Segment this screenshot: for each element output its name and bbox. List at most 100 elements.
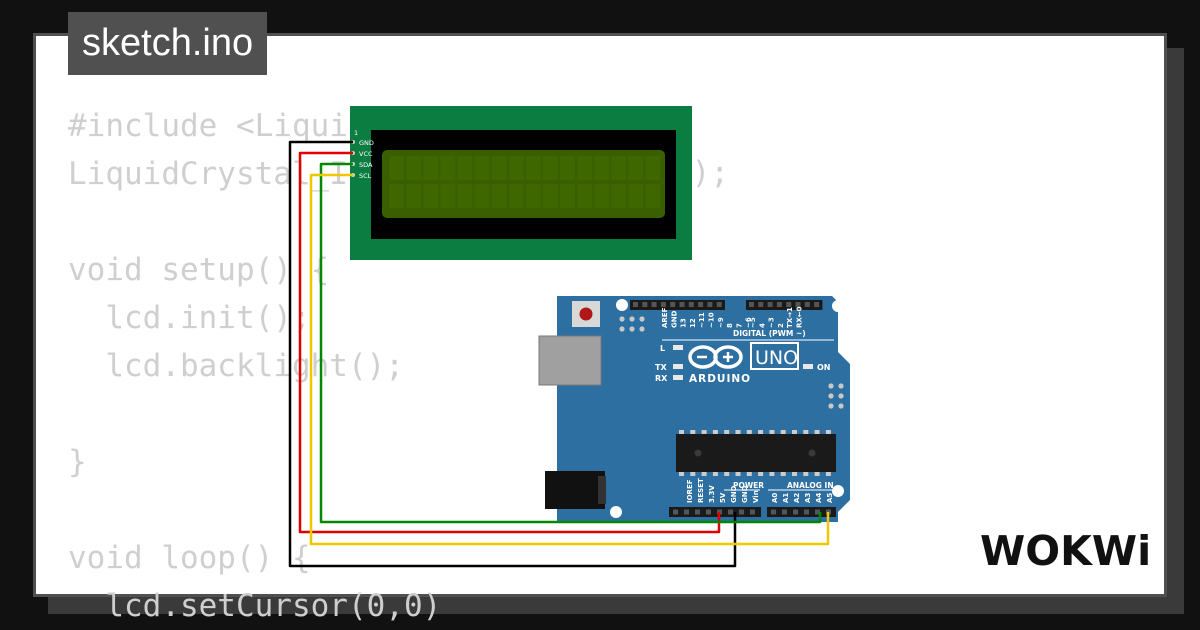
gnd-wire[interactable] — [288, 140, 737, 568]
digital-pin-label: 13 — [680, 318, 688, 328]
header-pin — [795, 302, 801, 307]
filename-tab[interactable]: sketch.ino — [68, 12, 268, 75]
power-jack — [545, 471, 605, 509]
analog-pin-label: A0 — [771, 493, 779, 503]
chip-leg — [679, 430, 684, 434]
header-strip — [767, 507, 836, 517]
header-pin — [758, 302, 764, 307]
mount-hole — [832, 485, 844, 497]
lcd-char-cell — [457, 156, 473, 180]
header-pin — [698, 302, 704, 307]
icsp-pin — [838, 393, 844, 399]
header-pin — [633, 302, 638, 307]
power-pin-label: RESET — [697, 478, 705, 503]
power-pin-label: GND — [741, 485, 749, 503]
lcd-char-cell — [628, 156, 644, 180]
lcd-char-cell — [440, 156, 456, 180]
chip-leg — [746, 472, 752, 476]
header-pin — [750, 509, 755, 515]
code-line: #include <Liqui — [68, 108, 348, 144]
vcc-wire[interactable] — [298, 151, 721, 534]
analog-pin-label: A4 — [815, 493, 823, 503]
digital-pin-label: 7 — [735, 323, 743, 328]
sda-wire[interactable] — [319, 162, 822, 524]
led-on — [803, 364, 813, 369]
digital-pin-label: ~3 — [768, 317, 776, 328]
icsp-pin — [639, 326, 645, 332]
chip-leg — [724, 472, 730, 476]
header-pin — [814, 302, 820, 307]
wokwi-logo-text: WOKWi — [980, 527, 1151, 575]
header-pin — [776, 302, 782, 307]
header-strip — [669, 507, 761, 517]
lcd-char-cell — [560, 184, 575, 208]
lcd-pin-label: SCL — [359, 172, 372, 180]
lcd-pin-label: VCC — [359, 150, 373, 158]
chip-leg — [690, 472, 696, 476]
header-pin — [786, 302, 792, 307]
power-jack-tip — [598, 476, 606, 504]
power-pin-label: 5V — [719, 492, 727, 503]
chip-leg — [803, 472, 809, 476]
lcd-char-cell — [389, 156, 404, 180]
lcd-module[interactable]: 1 GND VCC SDA SCL — [350, 106, 692, 260]
chip-leg — [724, 430, 730, 434]
lcd-char-cell — [594, 156, 610, 180]
lcd-pin-label: 1 — [354, 129, 358, 137]
lcd-char-cell — [560, 156, 575, 180]
lcd-char-cell — [577, 184, 593, 208]
header-pin — [660, 302, 666, 307]
chip-leg — [735, 430, 741, 434]
header-pin — [695, 509, 700, 515]
uno-badge — [750, 342, 799, 370]
lcd-char-cell — [645, 184, 661, 208]
lcd-pin-label: GND — [359, 139, 374, 147]
icsp-pin — [639, 316, 645, 322]
chip-leg — [825, 472, 831, 476]
icsp-pin — [828, 383, 834, 389]
wokwi-logo[interactable]: WOKWi — [978, 523, 1151, 577]
chip-leg — [712, 430, 718, 434]
led-label: RX — [655, 374, 668, 383]
lcd-char-cell — [611, 156, 627, 180]
lcd-char-cell — [440, 184, 456, 208]
arduino-logo-icon — [688, 345, 743, 369]
lcd-char-cell — [423, 184, 439, 208]
digital-pin-label: AREF — [661, 307, 669, 328]
lcd-char-cell — [628, 184, 644, 208]
header-pin — [804, 509, 809, 515]
mount-hole — [616, 299, 628, 311]
arduino-wordmark: ARDUINO — [689, 373, 751, 385]
chip-leg — [780, 472, 786, 476]
code-line: } — [68, 444, 87, 480]
icsp-pin — [619, 316, 625, 322]
header-pin — [707, 302, 713, 307]
icsp-pin — [629, 316, 635, 322]
chip-leg — [690, 430, 696, 434]
lcd-char-cell — [542, 184, 558, 208]
digital-pin-label: RX←0 — [796, 306, 804, 328]
chip-leg — [769, 430, 775, 434]
analog-pin-label: A5 — [826, 493, 834, 503]
digital-pin-label: TX→1 — [786, 307, 794, 328]
scl-wire[interactable] — [309, 173, 830, 546]
lcd-pin-label: SDA — [359, 161, 373, 169]
lcd-char-cell — [611, 184, 627, 208]
chip-leg — [803, 430, 809, 434]
chip-leg — [701, 472, 707, 476]
code-line: void setup() { — [68, 252, 330, 288]
wires — [288, 140, 830, 568]
lcd-char-cell — [594, 184, 610, 208]
chip-leg — [792, 472, 797, 476]
led-rx — [673, 375, 683, 380]
chip-dot — [694, 449, 702, 457]
header-pin — [642, 302, 648, 307]
analog-pin-label: A1 — [782, 493, 790, 503]
header-pin — [793, 509, 798, 515]
header-strip — [746, 300, 823, 310]
wokwi-logo-icon: WOKWi — [980, 527, 1151, 575]
lcd-char-cell — [474, 184, 490, 208]
reset-button[interactable] — [579, 307, 593, 321]
